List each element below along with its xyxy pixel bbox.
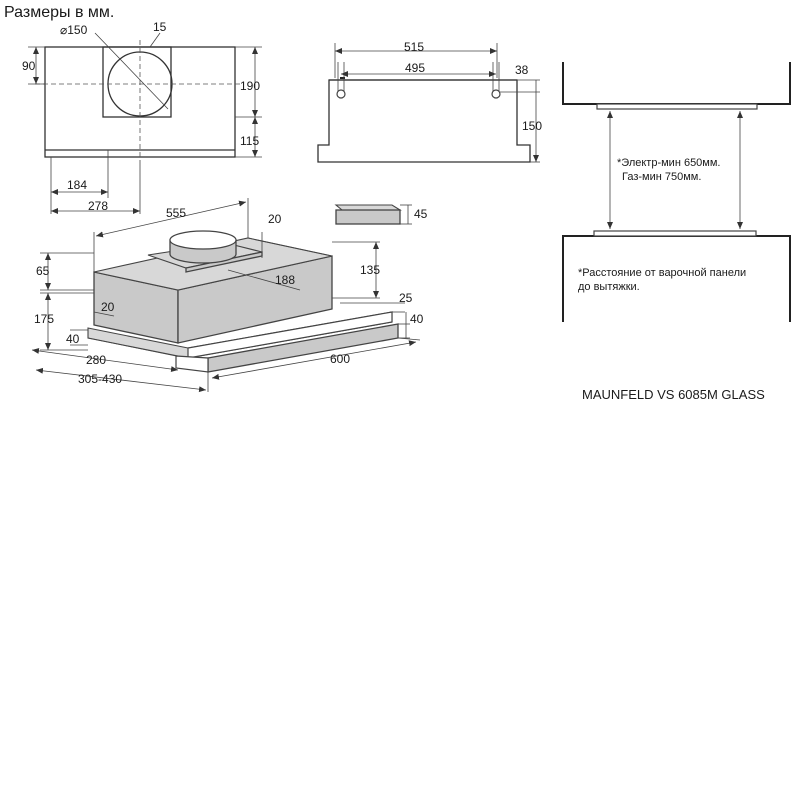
dim-115-label: 115	[240, 134, 259, 148]
dim-65-label: 65	[36, 264, 50, 278]
dim-90-label: 90	[22, 59, 36, 73]
filter-piece-top	[334, 204, 402, 211]
front-view: 515 495 38 150	[317, 40, 542, 163]
filter-piece	[335, 209, 401, 225]
min-distance-gas: Газ-мин 750мм.	[622, 171, 701, 183]
dim-184-label: 184	[67, 178, 87, 192]
dim-38-label: 38	[515, 63, 529, 77]
dim-40-left-label: 40	[66, 332, 80, 346]
dim-135-label: 135	[360, 263, 380, 277]
dim-515-label: 515	[404, 40, 424, 54]
duct-plate	[102, 46, 172, 118]
page-title: Размеры в мм.	[4, 4, 114, 21]
upper-cabinet	[562, 62, 791, 105]
iso-view: 555 20 45 65 135 188 25 40 20	[31, 198, 428, 393]
dim-20-top-label: 20	[268, 212, 282, 226]
dim-45-label: 45	[414, 207, 428, 221]
dim-20-left-label: 20	[101, 300, 115, 314]
cooktop-counter	[562, 235, 791, 322]
dim-190-label: 190	[240, 79, 260, 93]
cooktop-outline	[593, 230, 757, 237]
dim-600-label: 600	[330, 352, 350, 366]
hanger-right-icon	[491, 89, 501, 99]
dim-40-right-label: 40	[410, 312, 424, 326]
top-view: ⌀150 15 90 190 115 184 278	[22, 20, 262, 214]
dim-555-label: 555	[166, 206, 186, 220]
dim-175-label: 175	[34, 312, 54, 326]
footnote-line2: до вытяжки.	[578, 281, 640, 293]
dim-278-label: 278	[88, 199, 108, 213]
dim-188-label: 188	[275, 273, 295, 287]
dim-280-label: 280	[86, 353, 106, 367]
min-distance-electric: *Электр-мин 650мм.	[617, 157, 721, 169]
hanger-left-icon	[336, 89, 346, 99]
model-name: MAUNFELD VS 6085M GLASS	[582, 387, 765, 402]
dim-25-label: 25	[399, 291, 413, 305]
hood-outline	[596, 103, 758, 110]
dim-495-label: 495	[405, 61, 425, 75]
dim-305-430-label: 305-430	[78, 372, 122, 386]
dim-15-label: 15	[153, 20, 167, 34]
install-view: *Электр-мин 650мм. Газ-мин 750мм. *Расст…	[562, 62, 791, 322]
dim-diameter-label: ⌀150	[60, 23, 88, 37]
footnote-line1: *Расстояние от варочной панели	[578, 267, 746, 279]
dim-150-label: 150	[522, 119, 542, 133]
